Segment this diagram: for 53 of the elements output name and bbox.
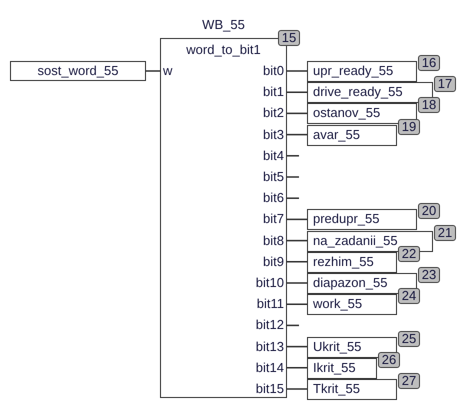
variable-box: predupr_55 — [307, 209, 417, 230]
connection-line — [287, 261, 307, 263]
variable-box: work_55 — [307, 294, 397, 316]
connection-line — [287, 303, 307, 305]
pin-label: bit9 — [263, 254, 284, 270]
pin-label: bit3 — [263, 126, 284, 143]
order-badge: 22 — [398, 246, 420, 262]
block-type-name: word_to_bit1 — [185, 41, 262, 59]
pin-label: bit15 — [256, 381, 284, 397]
block-instance-name: WB_55 — [201, 16, 246, 34]
order-badge: 16 — [418, 55, 440, 71]
order-badge: 17 — [434, 76, 456, 92]
pin-label: bit10 — [256, 275, 284, 291]
connection-line — [146, 70, 160, 72]
connection-line — [287, 112, 307, 114]
variable-box: rezhim_55 — [307, 252, 397, 273]
pin-label: bit14 — [256, 360, 284, 376]
pin-label: bit7 — [263, 211, 284, 228]
connection-line — [287, 346, 307, 348]
pin-label: bit0 — [263, 63, 284, 79]
order-badge: 19 — [398, 118, 420, 135]
variable-box: avar_55 — [307, 124, 397, 146]
variable-box: Ikrit_55 — [307, 358, 377, 379]
order-badge: 18 — [418, 97, 440, 114]
connection-line — [287, 388, 307, 390]
pin-label: w — [163, 63, 172, 79]
pin-label: bit13 — [256, 338, 284, 355]
pin-label: bit5 — [263, 169, 284, 185]
pin-label: bit1 — [263, 84, 284, 100]
connection-line — [287, 240, 307, 242]
order-badge: 23 — [418, 267, 440, 283]
variable-box: upr_ready_55 — [307, 61, 417, 82]
pin-label: bit2 — [263, 105, 284, 122]
order-badge: 20 — [418, 203, 440, 220]
pin-label: bit6 — [263, 190, 284, 206]
order-badge: 26 — [378, 352, 400, 368]
variable-box: Tkrit_55 — [307, 379, 397, 400]
order-badge: 15 — [278, 30, 300, 46]
variable-box: sost_word_55 — [10, 61, 146, 81]
pin-label: bit4 — [263, 148, 284, 164]
order-badge: 21 — [434, 224, 456, 241]
connection-line — [287, 218, 307, 220]
pin-label: bit8 — [263, 232, 284, 249]
connection-line — [287, 134, 307, 136]
connection-line — [287, 70, 307, 72]
pin-label: bit11 — [256, 296, 284, 312]
pin-label: bit12 — [256, 317, 284, 334]
connection-line — [287, 282, 307, 284]
order-badge: 25 — [398, 330, 420, 347]
order-badge: 24 — [398, 288, 420, 304]
connection-line — [287, 91, 307, 93]
connection-line — [287, 367, 307, 369]
order-badge: 27 — [398, 373, 420, 389]
